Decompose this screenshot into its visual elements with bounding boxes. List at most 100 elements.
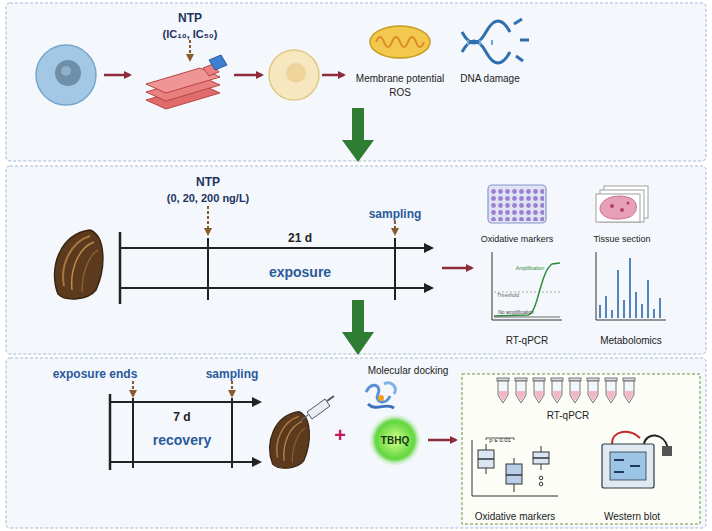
western-blot-icon — [602, 432, 672, 488]
boxplot-icon — [478, 458, 494, 460]
label-holder: Membrane potential — [356, 68, 444, 86]
concentration-label: (0, 20, 200 ng/L) — [167, 192, 250, 204]
process-arrow — [442, 268, 472, 269]
label-holder: Tissue section — [593, 228, 650, 246]
panel-frame — [6, 358, 706, 528]
label-holder: (IC₁₀, IC₅₀) — [163, 24, 218, 42]
stage-label: sampling — [206, 367, 259, 381]
label-holder: 21 d — [288, 228, 312, 246]
tissue-slide-icon — [596, 194, 640, 222]
process-arrow — [442, 267, 472, 270]
plus-sign: + — [334, 424, 346, 446]
mitochondrion-icon — [370, 26, 430, 58]
label-holder: NTP — [178, 8, 202, 26]
assay-label: Tissue section — [593, 234, 650, 244]
label-holder: + — [334, 424, 346, 447]
boxplot-icon — [506, 474, 522, 476]
cell-icon — [61, 66, 71, 76]
endpoint-label: Membrane potential — [356, 73, 444, 84]
chart-annotation: No amplification — [498, 309, 534, 315]
boxplot-icon — [533, 452, 549, 464]
label-holder: (0, 20, 200 ng/L) — [167, 188, 250, 206]
boxplot-icon — [533, 457, 549, 459]
mussel-icon — [55, 230, 103, 299]
treated-cell — [269, 50, 319, 100]
metabolomics-chart — [596, 252, 666, 320]
protein-icon — [368, 404, 394, 408]
culture-flask — [146, 55, 227, 109]
dosing-arrow — [190, 40, 191, 60]
dosing-arrow — [133, 381, 232, 396]
syringe-icon — [300, 396, 334, 421]
dosing-arrow — [207, 206, 209, 234]
label-holder: Oxidative markers — [481, 228, 554, 246]
assay-label: RT-qPCR — [547, 410, 590, 421]
timeline — [110, 394, 260, 470]
mitochondrion-icon — [370, 26, 430, 58]
label-holder: No amplification — [498, 300, 534, 318]
label-holder: DNA damage — [460, 68, 519, 86]
assay-frame — [462, 374, 700, 524]
chart-annotation: Threshold — [497, 292, 519, 298]
treatment-label: NTP — [196, 175, 220, 189]
tissue-slide-icon — [596, 186, 648, 222]
endpoint-label: ROS — [389, 87, 411, 98]
label-holder: RT-qPCR — [506, 330, 549, 348]
western-blot-icon — [612, 432, 640, 444]
assay-label: Western blot — [604, 511, 660, 522]
flow-arrow — [342, 108, 374, 162]
dna-icon — [491, 40, 493, 45]
pcr-tubes-icon — [497, 378, 635, 403]
dosing-arrow — [208, 206, 395, 234]
mussel-icon — [55, 230, 103, 299]
syringe-icon — [327, 396, 334, 401]
qpcr-chart — [494, 263, 560, 316]
assay-label: Metabolomics — [600, 335, 662, 346]
phase-label: recovery — [153, 432, 211, 448]
western-blot-icon — [610, 452, 646, 480]
dosing-arrow — [231, 381, 233, 396]
protein-icon — [384, 383, 395, 394]
pcr-tubes-icon — [533, 378, 545, 403]
protein-icon — [378, 395, 384, 401]
western-blot-icon — [614, 459, 624, 461]
panel-frame — [6, 3, 706, 161]
chart-annotation: Amplification — [516, 265, 544, 271]
timeline — [231, 398, 233, 468]
qpcr-chart — [492, 252, 562, 320]
timeline — [207, 238, 209, 300]
treated-cell — [286, 63, 306, 83]
dosing-arrow — [394, 221, 396, 234]
pcr-tubes-icon — [497, 378, 509, 403]
protein-icon — [366, 383, 395, 408]
endpoint-label: DNA damage — [460, 73, 519, 84]
compound-name: TBHQ — [381, 435, 409, 446]
process-arrow — [322, 74, 344, 77]
process-arrow — [234, 74, 262, 77]
tissue-slide-icon — [620, 208, 624, 212]
label-holder: exposure — [269, 263, 331, 281]
pcr-tubes-icon — [515, 378, 527, 403]
label-holder: Molecular docking — [368, 360, 449, 378]
boxplot-icon — [472, 440, 558, 496]
label-holder: recovery — [153, 431, 211, 449]
timeline — [119, 232, 122, 304]
assay-label: RT-qPCR — [506, 335, 549, 346]
boxplot-icon — [472, 438, 558, 496]
label-holder: Threshold — [497, 283, 519, 301]
well-plate-icon — [488, 185, 546, 223]
pcr-tubes-icon — [551, 378, 563, 403]
qpcr-chart — [494, 317, 560, 318]
dosing-arrow — [189, 40, 191, 60]
flow-arrow — [342, 108, 374, 355]
process-arrow — [428, 439, 456, 442]
label-holder: ROS — [389, 82, 411, 100]
duration-label: 21 d — [288, 231, 312, 245]
metabolomics-chart — [600, 258, 660, 318]
label-holder: p ≤ 0.01 — [489, 428, 511, 446]
significance-label: p ≤ 0.01 — [489, 437, 511, 443]
concentration-label: (IC₁₀, IC₅₀) — [163, 28, 218, 40]
dosing-arrow — [132, 381, 134, 396]
dna-icon — [462, 41, 510, 63]
boxplot-icon — [539, 482, 543, 486]
